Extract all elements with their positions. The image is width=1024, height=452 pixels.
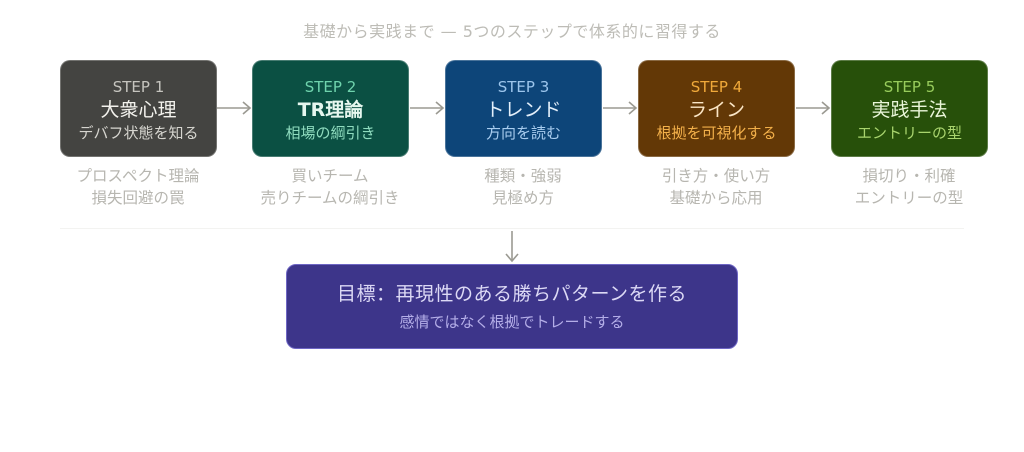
goal-subtitle: 感情ではなく根拠でトレードする: [399, 312, 625, 331]
step-1-title: 大衆心理: [100, 99, 177, 121]
step-5-desc-line-2: エントリーの型: [854, 189, 964, 207]
step-2-title: TR理論: [297, 99, 364, 121]
step-2-label: STEP 2: [304, 78, 357, 96]
step-3-box: STEP 3 トレンド 方向を読む: [445, 60, 602, 157]
diagram-subtitle: 基礎から実践まで — 5つのステップで体系的に習得する: [303, 22, 721, 41]
step-4-description: 引き方・使い方 基礎から応用: [616, 165, 816, 209]
step-4-subtitle: 根拠を可視化する: [656, 124, 777, 142]
section-divider: [60, 228, 964, 229]
step-4-desc-line-1: 引き方・使い方: [661, 167, 771, 185]
step-1-desc-line-2: 損失回避の罠: [91, 189, 185, 207]
arrow-down-icon: [505, 231, 519, 263]
arrow-right-icon: [796, 101, 831, 115]
step-5-desc-line-1: 損切り・利確: [862, 167, 956, 185]
step-2-subtitle: 相場の綱引き: [285, 124, 376, 142]
step-2-desc-line-2: 売りチームの綱引き: [260, 189, 400, 207]
step-3-subtitle: 方向を読む: [485, 124, 561, 142]
step-1-description: プロスペクト理論 損失回避の罠: [38, 165, 238, 209]
step-4-label: STEP 4: [690, 78, 743, 96]
step-1-subtitle: デバフ状態を知る: [78, 124, 199, 142]
goal-box: 目標：再現性のある勝ちパターンを作る 感情ではなく根拠でトレードする: [286, 264, 738, 349]
step-5-description: 損切り・利確 エントリーの型: [809, 165, 1009, 209]
step-1-label: STEP 1: [112, 78, 165, 96]
step-1-box: STEP 1 大衆心理 デバフ状態を知る: [60, 60, 217, 157]
step-3-label: STEP 3: [497, 78, 550, 96]
step-2-desc-line-1: 買いチーム: [291, 167, 369, 185]
step-3-desc-line-2: 見極め方: [491, 189, 554, 207]
step-4-box: STEP 4 ライン 根拠を可視化する: [638, 60, 795, 157]
step-2-description: 買いチーム 売りチームの綱引き: [230, 165, 430, 209]
step-5-box: STEP 5 実践手法 エントリーの型: [831, 60, 988, 157]
arrow-right-icon: [603, 101, 638, 115]
arrow-right-icon: [410, 101, 445, 115]
step-5-subtitle: エントリーの型: [856, 124, 962, 142]
step-5-title: 実践手法: [871, 99, 948, 121]
step-3-description: 種類・強弱 見極め方: [423, 165, 623, 209]
arrow-right-icon: [217, 101, 252, 115]
step-4-desc-line-2: 基礎から応用: [669, 189, 763, 207]
step-1-desc-line-1: プロスペクト理論: [76, 167, 200, 185]
step-3-desc-line-1: 種類・強弱: [484, 167, 562, 185]
goal-title: 目標：再現性のある勝ちパターンを作る: [336, 282, 688, 305]
step-2-box: STEP 2 TR理論 相場の綱引き: [252, 60, 409, 157]
step-3-title: トレンド: [485, 99, 562, 121]
step-5-label: STEP 5: [883, 78, 936, 96]
step-4-title: ライン: [687, 99, 745, 121]
